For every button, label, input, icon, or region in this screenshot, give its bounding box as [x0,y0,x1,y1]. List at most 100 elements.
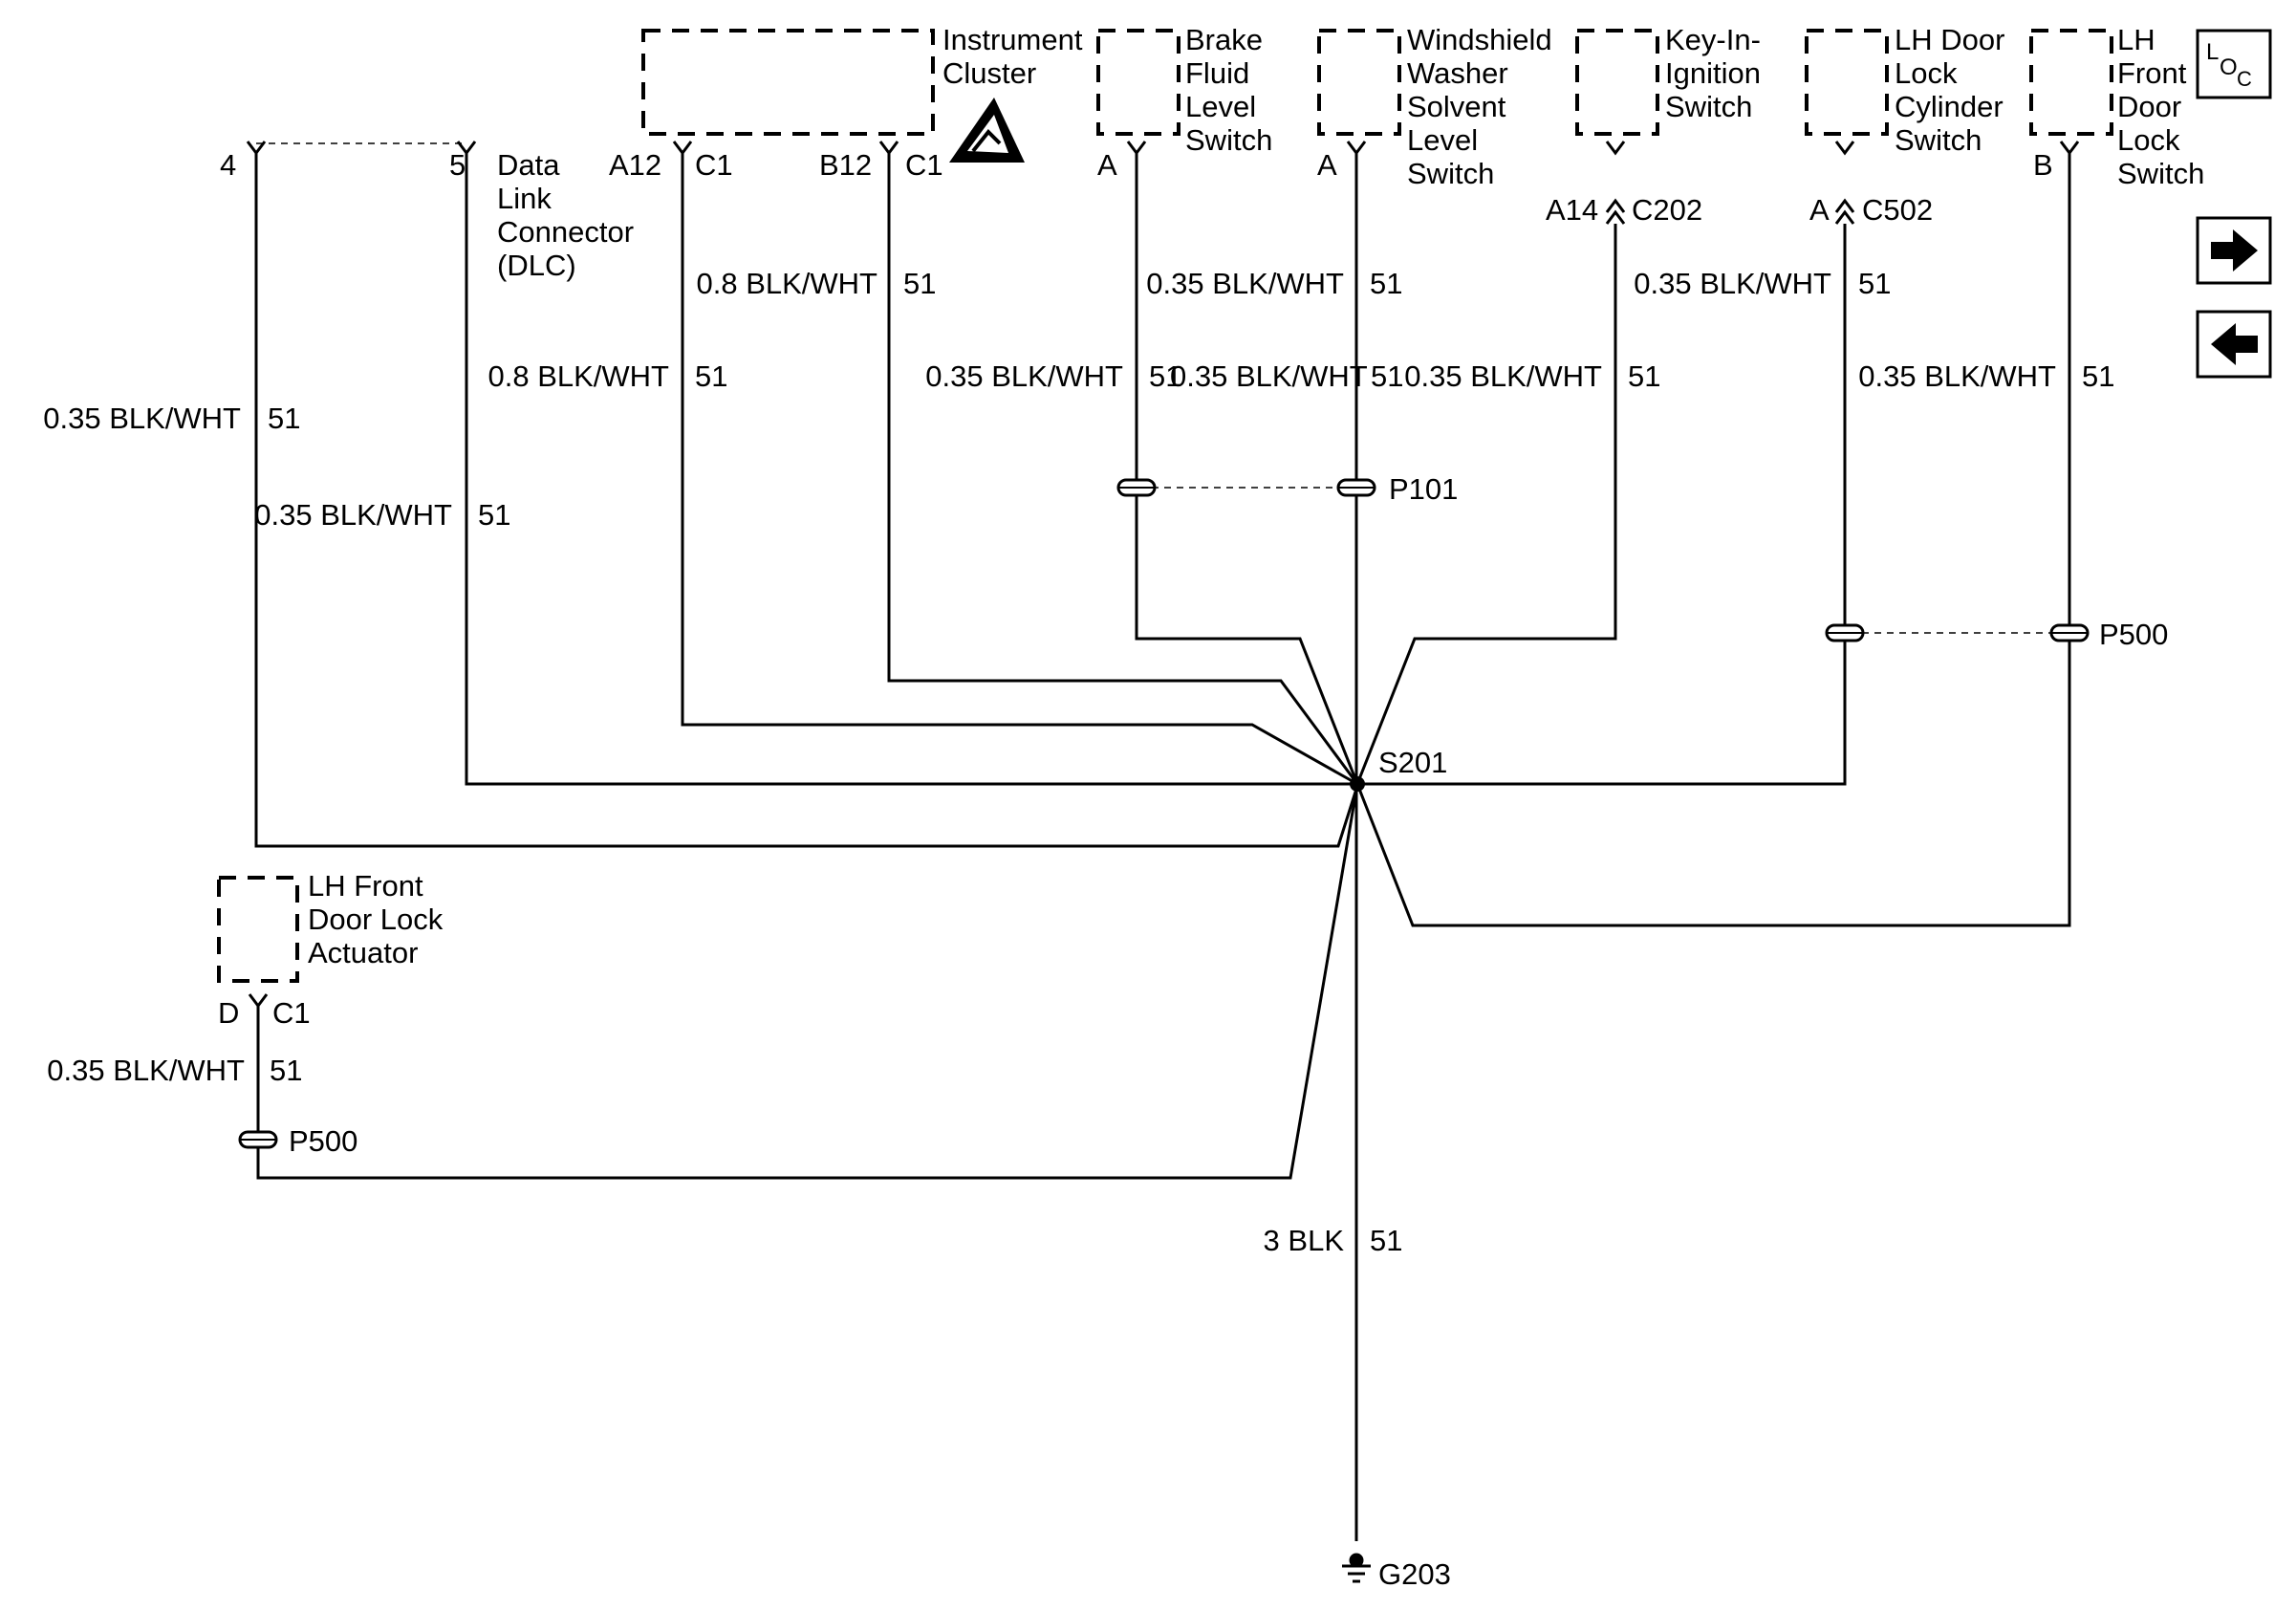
wire-labels: 0.35 BLK/WHT 51 0.35 BLK/WHT 51 0.8 BLK/… [43,267,2114,1257]
wires [254,153,2071,1541]
wire-ic-a12 [681,153,1358,786]
pin-front-b: B [2033,148,2053,182]
connector-c202: C202 [1632,193,1702,227]
wire-cyl [1357,224,1847,786]
instrument-cluster-box [641,29,935,136]
pin-act-c1: C1 [272,996,311,1030]
svg-text:L: L [2206,39,2219,65]
wire-b12-gauge: 0.8 BLK/WHT [697,267,878,300]
prev-page-button[interactable] [2196,310,2272,379]
wire-ic-b12 [887,153,1359,785]
pin-ic-c1-a: C1 [695,148,733,182]
wire-front-door [1355,153,2071,927]
ground-g203-icon [1342,1553,1371,1583]
svg-text:Data: Data [497,148,560,182]
wire-key-gauge: 0.35 BLK/WHT [1858,359,2056,393]
svg-text:Link: Link [497,182,552,215]
wire-b12-circuit: 51 [903,267,936,300]
svg-text:Ignition: Ignition [1665,56,1761,90]
wire-pre-cyl-gauge: 0.35 BLK/WHT [1170,359,1368,393]
svg-text:Switch: Switch [1185,123,1272,157]
lh-front-door-lock-actuator-box [217,876,299,983]
svg-text:Connector: Connector [497,215,634,249]
pin-washer-a: A [1317,148,1337,182]
p101-connector-pair [1116,478,1376,497]
key-in-ignition-switch-label: Key-In- Ignition Switch [1665,23,1761,123]
wire-dlc5-gauge: 0.35 BLK/WHT [254,498,452,532]
connector-p101: P101 [1389,472,1458,506]
svg-text:Actuator: Actuator [308,936,418,969]
lh-front-door-lock-switch-label: LH Front Door Lock Switch [2117,23,2204,190]
p500-left-connector [238,1130,278,1149]
wire-actuator-circuit: 51 [270,1054,302,1087]
wire-washer-gauge: 0.35 BLK/WHT [1404,359,1602,393]
right-arrow-icon [2211,229,2258,272]
dlc-label: Data Link Connector (DLC) [497,148,634,282]
wire-brake [1135,153,1359,785]
wire-dlc-5 [465,153,1357,786]
pin-dlc-5: 5 [449,148,466,182]
wire-a12-circuit: 51 [695,359,727,393]
pin-brake-a: A [1097,148,1117,182]
wire-pre-cyl-circuit: 51 [1371,359,1403,393]
wire-a12-gauge: 0.8 BLK/WHT [488,359,670,393]
splice-s201-label: S201 [1378,746,1447,779]
svg-text:Washer: Washer [1407,56,1508,90]
wire-actuator-gauge: 0.35 BLK/WHT [47,1054,245,1087]
wire-pre-brake-circuit: 51 [1370,267,1402,300]
left-arrow-icon [2211,323,2258,365]
connector-p500-left: P500 [289,1124,357,1158]
wire-dlc4-gauge: 0.35 BLK/WHT [43,402,241,435]
wire-ground-gauge: 3 BLK [1264,1224,1345,1257]
svg-text:Door: Door [2117,90,2181,123]
svg-text:LH Front: LH Front [308,869,423,903]
svg-text:LH Door: LH Door [1895,23,2004,56]
instrument-cluster-label: Instrument Cluster [942,23,1083,90]
pin-key-a14: A14 [1546,193,1598,227]
svg-text:Solvent: Solvent [1407,90,1506,123]
brake-fluid-switch-label: Brake Fluid Level Switch [1185,23,1272,157]
wire-pre-washer-circuit: 51 [1858,267,1891,300]
svg-text:Switch: Switch [1895,123,1982,157]
wire-key [1355,224,1617,785]
wire-dlc5-circuit: 51 [478,498,510,532]
next-page-button[interactable] [2196,216,2272,285]
wire-pre-brake-gauge: 0.35 BLK/WHT [1146,267,1344,300]
svg-text:Brake: Brake [1185,23,1263,56]
svg-text:Cylinder: Cylinder [1895,90,2004,123]
pin-act-d: D [218,996,239,1030]
svg-text:Level: Level [1185,90,1256,123]
svg-text:Front: Front [2117,56,2187,90]
wire-brake-circuit: 51 [1149,359,1181,393]
svg-text:Cluster: Cluster [942,56,1036,90]
lh-front-door-lock-switch-box [2029,29,2113,136]
pin-ic-b12: B12 [819,148,872,182]
brake-fluid-switch-box [1096,29,1180,136]
svg-text:Windshield: Windshield [1407,23,1552,56]
wire-pre-washer-gauge: 0.35 BLK/WHT [1634,267,1831,300]
pin-ic-a12: A12 [609,148,661,182]
wire-dlc-4 [254,153,1359,848]
svg-text:Switch: Switch [1665,90,1752,123]
lh-door-lock-cylinder-switch-label: LH Door Lock Cylinder Switch [1895,23,2004,157]
loc-badge[interactable]: L O C [2196,29,2272,99]
inline-connector-symbols [1605,198,1855,225]
svg-text:LH: LH [2117,23,2155,56]
svg-text:Key-In-: Key-In- [1665,23,1761,56]
connector-c502: C502 [1862,193,1933,227]
washer-level-switch-box [1317,29,1401,136]
esd-warning-icon [949,98,1025,163]
svg-text:Lock: Lock [1895,56,1958,90]
svg-text:Lock: Lock [2117,123,2180,157]
p500-right-connector-pair [1825,623,2090,642]
svg-text:C: C [2237,67,2252,91]
door-lock-actuator-label: LH Front Door Lock Actuator [308,869,444,969]
svg-text:Switch: Switch [1407,157,1494,190]
pin-dlc-4: 4 [220,148,236,182]
wire-actuator [256,783,1359,1180]
wire-washer-circuit: 51 [1628,359,1660,393]
svg-text:Instrument: Instrument [942,23,1083,56]
ground-g203-label: G203 [1378,1557,1451,1591]
svg-text:O: O [2220,54,2238,80]
